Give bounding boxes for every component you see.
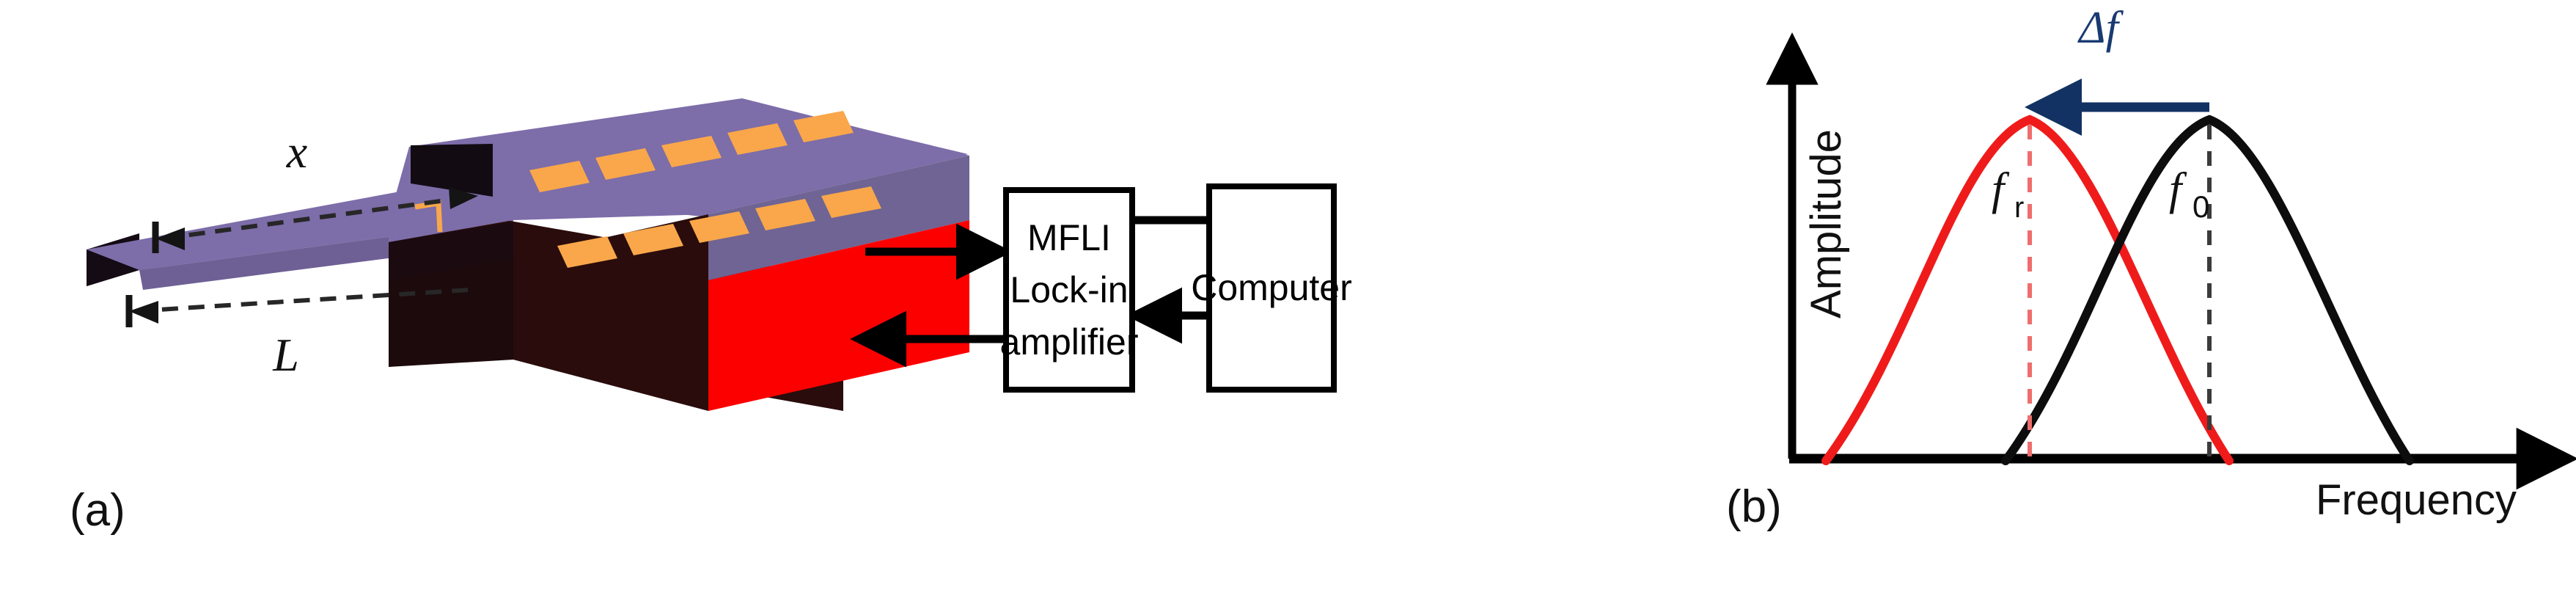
dimension-x-left-arrowhead — [155, 227, 185, 250]
lockin-line-2: Lock-in — [1010, 269, 1129, 310]
resonance-plot-svg: Δf f r f 0 — [1766, 3, 2576, 490]
computer-box[interactable]: Computer — [1191, 183, 1352, 393]
electrode-pad — [661, 136, 722, 167]
dimension-L-label: L — [272, 329, 299, 381]
dimension-x — [152, 187, 478, 253]
panel-a-label: (a) — [70, 485, 125, 536]
electrode-pad — [595, 148, 656, 180]
electrode-row-bottom — [557, 186, 881, 268]
electrode-row-top — [529, 111, 854, 192]
panel-b-plot: Δf f r f 0 Amplitude Frequency (b) — [1716, 0, 2576, 590]
delta-f-label: Δf — [2077, 3, 2124, 53]
schematic-svg: x L — [87, 98, 1287, 411]
dimension-L-line — [135, 288, 470, 313]
label-fr-base: f — [1992, 164, 2010, 214]
chip-left-wall-outer — [389, 258, 513, 367]
electrode-pad — [529, 161, 590, 192]
chip-front-purple-band — [708, 156, 969, 280]
curve-unloaded-resonance — [2001, 114, 2414, 465]
label-f0-base: f — [2169, 164, 2187, 214]
dimension-x-label: x — [286, 125, 307, 178]
electrode-pad — [793, 111, 854, 142]
label-f0: f 0 — [2169, 164, 2209, 224]
panel-a-schematic: x L MFLI Lock-in amplifier — [70, 98, 1352, 536]
electrode-pad — [623, 224, 683, 255]
lockin-line-1: MFLI — [1027, 216, 1111, 258]
chip-notch-triangle — [411, 144, 493, 197]
dimension-L-left-arrowhead — [129, 301, 158, 324]
x-axis-title: Frequency — [2316, 476, 2517, 524]
electrode-pad — [689, 211, 749, 243]
dimension-x-right-arrowhead — [449, 187, 478, 209]
label-f0-sub: 0 — [2192, 189, 2209, 224]
y-axis-title: Amplitude — [1802, 129, 1850, 318]
electrode-pad — [755, 199, 815, 230]
panel-b-label: (b) — [1726, 481, 1782, 532]
lockin-amplifier-box[interactable]: MFLI Lock-in amplifier — [1000, 187, 1138, 393]
chip-undercut-shadow — [389, 222, 513, 280]
chip-left-wall — [513, 214, 708, 411]
label-fr-sub: r — [2014, 192, 2024, 224]
computer-line-1: Computer — [1191, 267, 1352, 308]
lockin-line-3: amplifier — [999, 321, 1139, 363]
label-fr: f r — [1992, 164, 2024, 224]
electrode-pad — [727, 123, 788, 155]
electrode-pad — [821, 186, 881, 218]
dimension-L — [125, 288, 470, 327]
electrode-pad — [557, 236, 617, 268]
